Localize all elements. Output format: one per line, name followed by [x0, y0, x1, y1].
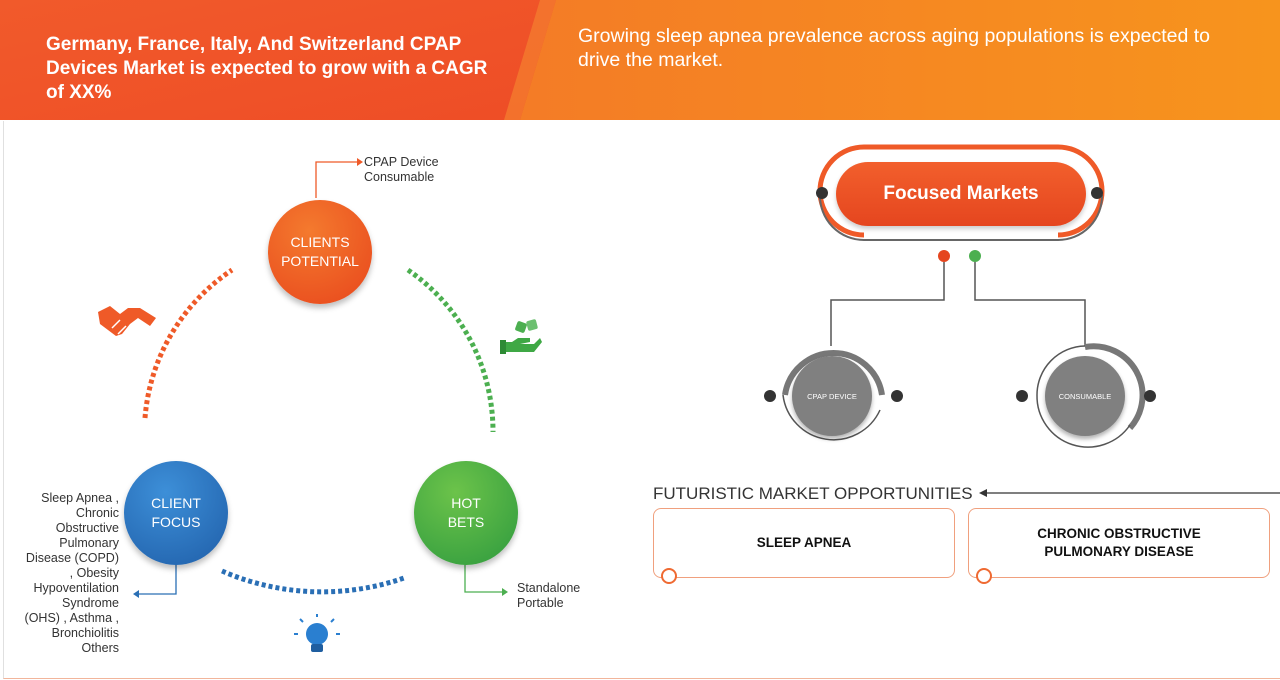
- hotbets-connector: [464, 562, 502, 593]
- consumable-ring-top: [1036, 345, 1086, 396]
- market-cpap-device: CPAP DEVICE: [792, 356, 872, 436]
- hotbets-item: Portable: [517, 596, 564, 610]
- focus-item: Obstructive: [55, 521, 119, 535]
- pill-right-dot: [1091, 187, 1103, 199]
- consumable-right-dot: [1144, 390, 1156, 402]
- connector-to-cpap: [830, 262, 945, 346]
- money-hand-icon: [500, 319, 542, 354]
- connector-dot-green: [969, 250, 981, 262]
- focus-item: (OHS) , Asthma ,: [24, 611, 119, 625]
- focus-item: Pulmonary: [59, 536, 119, 550]
- opportunity-arrow-head: [979, 489, 987, 497]
- opportunity-box: SLEEP APNEA: [653, 508, 955, 584]
- connector-dot-orange: [938, 250, 950, 262]
- hotbets-arrow: [502, 588, 508, 596]
- page-title: Germany, France, Italy, And Switzerland …: [46, 34, 488, 103]
- focus-arrow: [133, 590, 139, 598]
- hot-bets-line1: HOT: [451, 495, 481, 511]
- hotbets-item: Standalone: [517, 581, 581, 595]
- clients-potential-line2: POTENTIAL: [281, 253, 359, 269]
- cpap-ring-top: [782, 349, 885, 396]
- handshake-icon: [98, 306, 156, 337]
- hot-bets-circle: HOT BETS: [414, 461, 518, 565]
- blue-dashed-arc: [221, 568, 405, 595]
- consumable-ring-bottom: [1036, 394, 1131, 448]
- header-background: [0, 0, 1280, 120]
- clients-item: CPAP Device: [364, 155, 439, 169]
- pill-left-dot: [816, 187, 828, 199]
- focus-item: Bronchiolitis: [51, 626, 119, 640]
- focus-item: Others: [81, 641, 119, 655]
- cpap-ring-bottom: [782, 394, 881, 441]
- content-area: [3, 121, 1280, 679]
- green-dashed-arc: [406, 267, 496, 433]
- client-focus-items: Sleep Apnea , Chronic Obstructive Pulmon…: [0, 491, 119, 656]
- client-focus-line1: CLIENT: [151, 495, 201, 511]
- client-focus-circle: CLIENT FOCUS: [124, 461, 228, 565]
- focus-item: Hypoventilation: [33, 581, 119, 595]
- cpap-left-dot: [764, 390, 776, 402]
- cpap-right-dot: [891, 390, 903, 402]
- hot-bets-items: Standalone Portable: [517, 581, 580, 611]
- market-consumable: CONSUMABLE: [1045, 356, 1125, 436]
- client-focus-line2: FOCUS: [151, 514, 201, 530]
- consumable-ring-right: [1084, 343, 1146, 431]
- page-subtitle: Growing sleep apnea prevalence across ag…: [578, 25, 1210, 71]
- focus-pill-bottom-arc: [818, 194, 1104, 241]
- consumable-left-dot: [1016, 390, 1028, 402]
- clients-arrow: [357, 158, 363, 166]
- focus-pill-top-arc: [817, 144, 1105, 238]
- opportunities-title: FUTURISTIC MARKET OPPORTUNITIES: [653, 484, 973, 503]
- clients-connector: [315, 161, 357, 198]
- focused-markets-pill: Focused Markets: [836, 162, 1086, 226]
- opportunity-box: CHRONIC OBSTRUCTIVE PULMONARY DISEASE: [968, 508, 1270, 584]
- opportunity-dot: [976, 568, 992, 584]
- hot-bets-line2: BETS: [447, 514, 485, 530]
- header-banner: Germany, France, Italy, And Switzerland …: [0, 0, 1280, 120]
- focus-item: Sleep Apnea ,: [41, 491, 119, 505]
- clients-potential-line1: CLIENTS: [290, 234, 350, 250]
- clients-item: Consumable: [364, 170, 435, 184]
- focus-item: Chronic: [75, 506, 119, 520]
- connector-to-consumable: [974, 262, 1086, 346]
- lightbulb-icon: [294, 614, 340, 652]
- orange-dashed-arc: [142, 267, 234, 419]
- opportunity-dot: [661, 568, 677, 584]
- focus-item: Syndrome: [62, 596, 119, 610]
- focus-connector: [139, 562, 177, 595]
- opportunity-label: CHRONIC OBSTRUCTIVE PULMONARY DISEASE: [1037, 526, 1201, 559]
- focus-item: , Obesity: [69, 566, 119, 580]
- focus-item: Disease (COPD): [25, 551, 119, 565]
- clients-potential-items: CPAP Device Consumable: [364, 155, 439, 185]
- clients-potential-circle: CLIENTS POTENTIAL: [268, 200, 372, 304]
- opportunity-label: SLEEP APNEA: [756, 535, 852, 550]
